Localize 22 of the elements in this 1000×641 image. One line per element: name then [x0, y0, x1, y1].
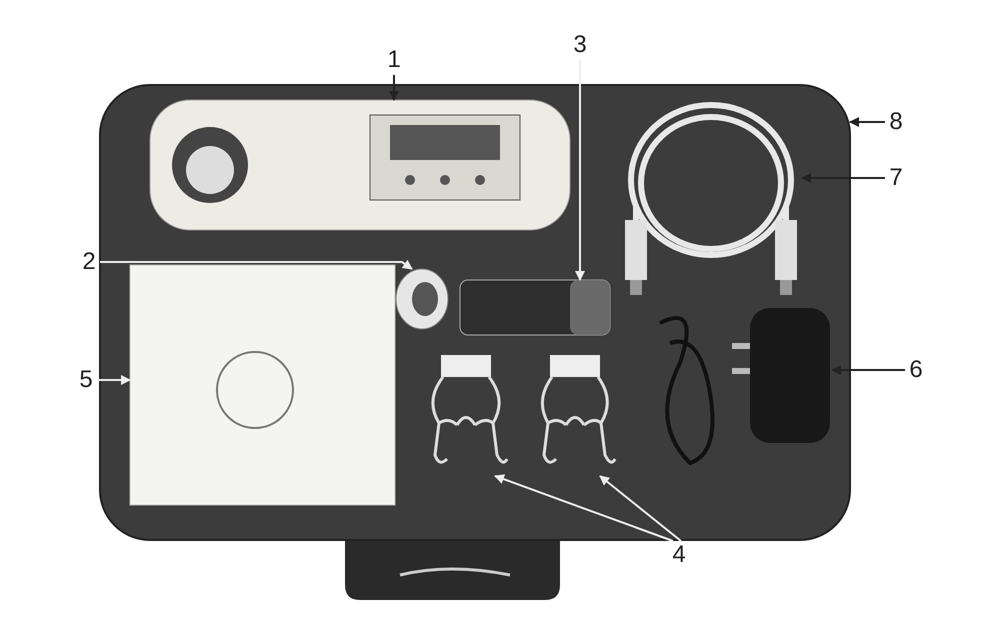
leader-arrow	[599, 475, 682, 542]
leader-arrow	[849, 117, 885, 127]
cylinder-drawing	[460, 280, 610, 335]
tape-roll-drawing	[395, 268, 450, 330]
callout-number: 7	[885, 163, 907, 193]
callout-number: 6	[905, 355, 927, 385]
leader-arrow	[494, 474, 674, 542]
leader-arrow	[389, 75, 399, 101]
leader-arrow	[801, 173, 885, 183]
callout-number: 3	[569, 30, 591, 60]
leader-arrow	[831, 365, 905, 375]
leader-arrow	[97, 375, 131, 385]
callout-number: 8	[885, 107, 907, 137]
meter-drawing	[150, 100, 570, 230]
callout-number: 4	[668, 540, 690, 570]
callout-number: 1	[383, 45, 405, 75]
disc-sleeve-drawing	[130, 265, 395, 505]
callout-number: 2	[78, 247, 100, 277]
carrying-case-drawing	[100, 85, 850, 540]
callout-number: 5	[75, 365, 97, 395]
leader-arrow	[575, 60, 585, 281]
leader-arrow	[100, 260, 413, 270]
